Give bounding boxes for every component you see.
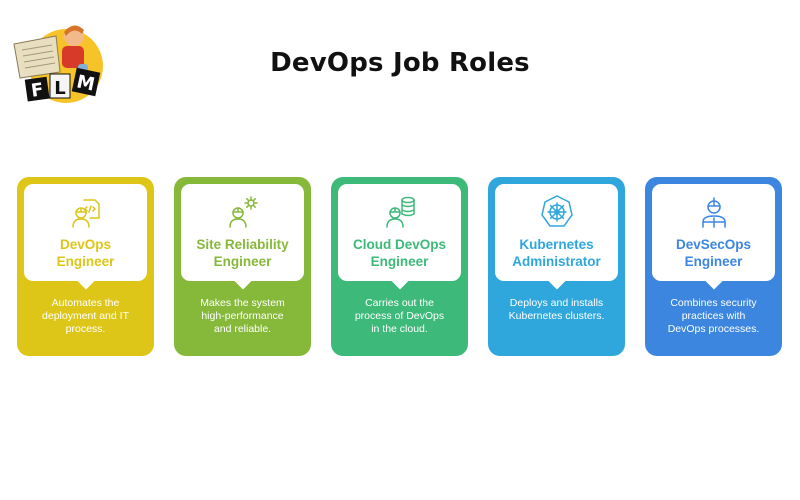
- svg-text:F: F: [30, 79, 45, 102]
- role-card-header: Site Reliability Engineer: [181, 184, 304, 290]
- role-card-cloud-devops-engineer: Cloud DevOps Engineer Carries out the pr…: [331, 177, 468, 356]
- flm-logo: F L M: [8, 14, 118, 104]
- svg-text:L: L: [54, 78, 65, 99]
- role-title-line1: Kubernetes: [519, 237, 594, 252]
- role-card-header: Cloud DevOps Engineer: [338, 184, 461, 290]
- engineer-gear-icon: [228, 196, 258, 228]
- role-card-kubernetes-administrator: Kubernetes Administrator Deploys and ins…: [488, 177, 625, 356]
- role-title-line2: Engineer: [370, 254, 429, 269]
- pointer-notch: [234, 272, 251, 290]
- engineer-code-icon: [71, 199, 100, 228]
- engineer-database-icon: [385, 196, 415, 228]
- pointer-notch: [548, 272, 565, 290]
- role-title-line1: DevOps: [59, 237, 112, 252]
- role-card-devsecops-engineer: DevSecOps Engineer Combines security pra…: [645, 177, 782, 356]
- pointer-notch: [705, 272, 722, 290]
- role-title-line1: DevSecOps: [675, 237, 752, 252]
- role-card-header: Kubernetes Administrator: [495, 184, 618, 290]
- role-description: Carries out the process of DevOps in the…: [354, 297, 445, 335]
- role-title-line1: Site Reliability: [196, 237, 289, 252]
- role-description: Makes the system high-performance and re…: [200, 297, 285, 335]
- role-card-header: DevOps Engineer: [24, 184, 147, 290]
- kubernetes-helm-icon: [540, 195, 573, 227]
- role-title-line2: Engineer: [213, 254, 272, 269]
- page-title: DevOps Job Roles: [270, 48, 530, 78]
- engineer-security-icon: [701, 197, 726, 228]
- role-title-line1: Cloud DevOps: [352, 237, 446, 252]
- pointer-notch: [391, 272, 408, 290]
- svg-text:M: M: [75, 71, 97, 95]
- role-title-line2: Administrator: [512, 254, 601, 269]
- role-description: Combines security practices with DevOps …: [667, 297, 760, 335]
- role-description: Deploys and installs Kubernetes clusters…: [508, 297, 605, 322]
- logo-graphic: F L M: [13, 25, 103, 103]
- pointer-notch: [77, 272, 94, 290]
- role-card-devops-engineer: DevOps Engineer Automates the deployment…: [17, 177, 154, 356]
- role-card-header: DevSecOps Engineer: [652, 184, 775, 290]
- role-title-line2: Engineer: [56, 254, 115, 269]
- role-title-line2: Engineer: [684, 254, 743, 269]
- role-card-site-reliability-engineer: Site Reliability Engineer Makes the syst…: [174, 177, 311, 356]
- role-description: Automates the deployment and IT process.: [42, 297, 129, 335]
